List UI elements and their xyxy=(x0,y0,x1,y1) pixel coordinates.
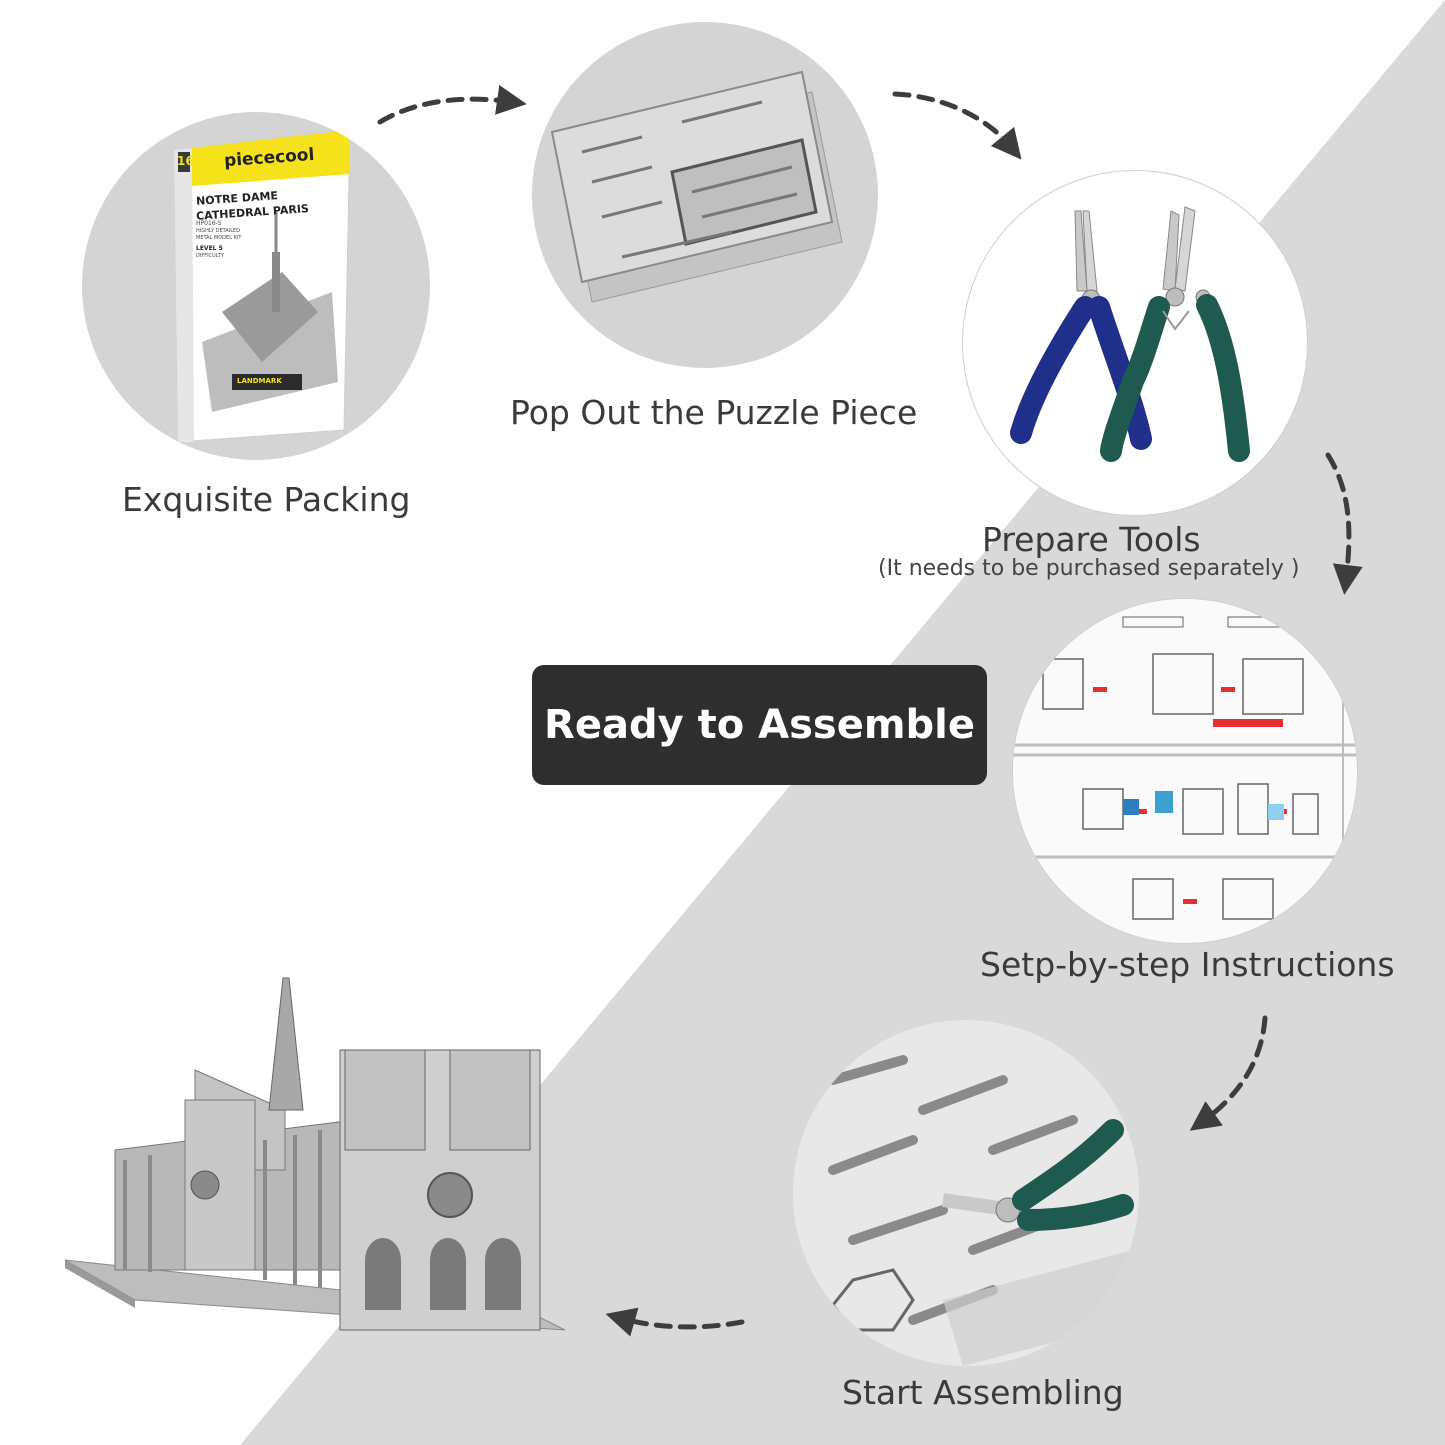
box-model-code: HP016-S xyxy=(196,220,222,227)
metal-sheet-image xyxy=(550,70,843,303)
assembly-photo xyxy=(793,1020,1139,1366)
instruction-sheet-image xyxy=(1013,599,1357,943)
step-label-assembling: Start Assembling xyxy=(842,1373,1124,1412)
box-level: LEVEL 5 xyxy=(196,245,223,252)
step-label-tools: Prepare Tools xyxy=(982,520,1201,559)
tools-circle xyxy=(962,170,1308,516)
step-label-packing: Exquisite Packing xyxy=(122,480,411,519)
assembling-circle xyxy=(793,1020,1139,1366)
box-number: 16 xyxy=(177,154,194,168)
box-series: LANDMARK xyxy=(237,377,282,385)
box-difficulty: DIFFICULTY xyxy=(196,253,224,259)
box-subtitle-line2: METAL MODEL KIT xyxy=(196,235,242,241)
step-note-tools: (It needs to be purchased separately ) xyxy=(878,556,1300,581)
model-box-image xyxy=(173,129,351,443)
packing-circle: 16 piececool NOTRE DAME CATHEDRAL PARIS … xyxy=(82,112,430,460)
pliers-icon xyxy=(1010,206,1250,462)
ready-to-assemble-badge: Ready to Assemble xyxy=(532,665,987,785)
instructions-circle xyxy=(1012,598,1358,944)
box-subtitle-line1: HIGHLY DETAILED xyxy=(196,228,240,234)
metal-sheet-circle xyxy=(532,22,878,368)
step-label-instructions: Setp-by-step Instructions xyxy=(980,945,1395,984)
step-label-pop-out: Pop Out the Puzzle Piece xyxy=(510,393,918,432)
cathedral-model-image xyxy=(64,977,566,1331)
